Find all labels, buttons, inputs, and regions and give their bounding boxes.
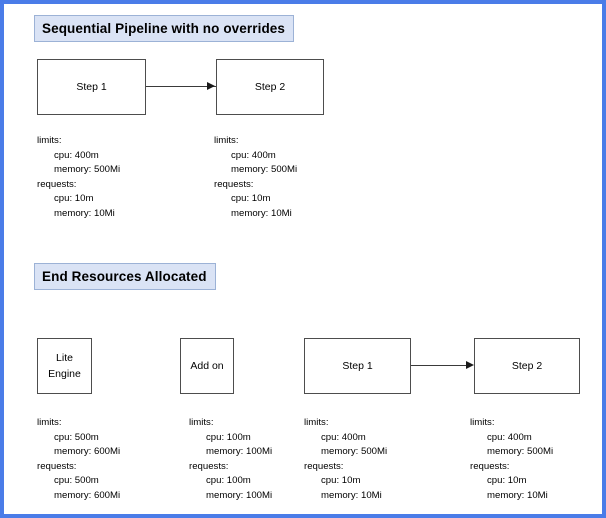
spec-limits-cpu: cpu: 400m [231,149,276,161]
spec-limits-cpu: cpu: 400m [487,431,532,443]
spec-requests-label: requests: [470,460,510,472]
connector-step1-step2-bottom [411,365,467,367]
connector-arrowhead-bottom [466,361,474,369]
spec-requests-label: requests: [304,460,344,472]
node-label: Step 1 [342,359,373,372]
section-title-end-resources-allocated: End Resources Allocated [34,263,216,290]
spec-limits-memory: memory: 100Mi [206,446,273,458]
spec-requests-label: requests: [189,460,229,472]
spec-step-2-top: limits: cpu: 400m memory: 500Mi requests… [214,134,297,222]
section-title-sequential-pipeline: Sequential Pipeline with no overrides [34,15,294,42]
spec-requests-memory: memory: 600Mi [54,489,121,501]
spec-limits-label: limits: [214,135,239,146]
node-lite-engine[interactable]: Lite Engine [37,338,92,394]
node-label: Step 1 [76,80,107,93]
spec-limits-cpu: cpu: 100m [206,431,251,443]
node-step-1-bottom[interactable]: Step 1 [304,338,411,394]
spec-limits-memory: memory: 500Mi [487,446,554,458]
node-label-line1: Lite [56,351,73,364]
spec-limits-label: limits: [37,417,62,428]
node-label: Add on [190,359,224,372]
connector-step1-step2-top [146,86,216,88]
spec-requests-label: requests: [37,460,77,472]
spec-requests-memory: memory: 100Mi [206,489,273,501]
node-step-2-bottom[interactable]: Step 2 [474,338,580,394]
spec-limits-memory: memory: 500Mi [54,164,121,176]
spec-requests-memory: memory: 10Mi [54,207,115,219]
node-label: Step 2 [511,359,543,372]
spec-step-1-top: limits: cpu: 400m memory: 500Mi requests… [37,134,120,222]
spec-add-on: limits: cpu: 100m memory: 100Mi requests… [189,416,272,504]
node-label: Step 2 [254,80,286,93]
spec-lite-engine: limits: cpu: 500m memory: 600Mi requests… [37,416,120,504]
spec-requests-memory: memory: 10Mi [231,207,292,219]
spec-requests-memory: memory: 10Mi [487,489,548,501]
node-step-1-top[interactable]: Step 1 [37,59,146,115]
node-label-line2: Engine [48,368,81,380]
spec-limits-memory: memory: 500Mi [231,164,298,176]
spec-step-2-bottom: limits: cpu: 400m memory: 500Mi requests… [470,416,553,504]
spec-limits-label: limits: [470,417,495,428]
spec-requests-memory: memory: 10Mi [321,489,382,501]
spec-limits-memory: memory: 500Mi [321,446,388,458]
spec-limits-memory: memory: 600Mi [54,446,121,458]
spec-limits-label: limits: [304,417,329,428]
spec-requests-cpu: cpu: 10m [321,475,361,487]
spec-limits-label: limits: [37,135,62,146]
spec-requests-cpu: cpu: 100m [206,475,251,487]
spec-limits-cpu: cpu: 400m [54,149,99,161]
spec-requests-cpu: cpu: 10m [231,193,271,205]
spec-requests-label: requests: [214,178,254,190]
node-step-2-top[interactable]: Step 2 [216,59,324,115]
spec-requests-label: requests: [37,178,77,190]
node-add-on[interactable]: Add on [180,338,234,394]
connector-arrowhead-top [207,82,215,90]
spec-step-1-bottom: limits: cpu: 400m memory: 500Mi requests… [304,416,387,504]
spec-requests-cpu: cpu: 10m [487,475,527,487]
spec-limits-cpu: cpu: 500m [54,431,99,443]
spec-requests-cpu: cpu: 10m [54,193,94,205]
spec-limits-cpu: cpu: 400m [321,431,366,443]
spec-limits-label: limits: [189,417,214,428]
spec-requests-cpu: cpu: 500m [54,475,99,487]
